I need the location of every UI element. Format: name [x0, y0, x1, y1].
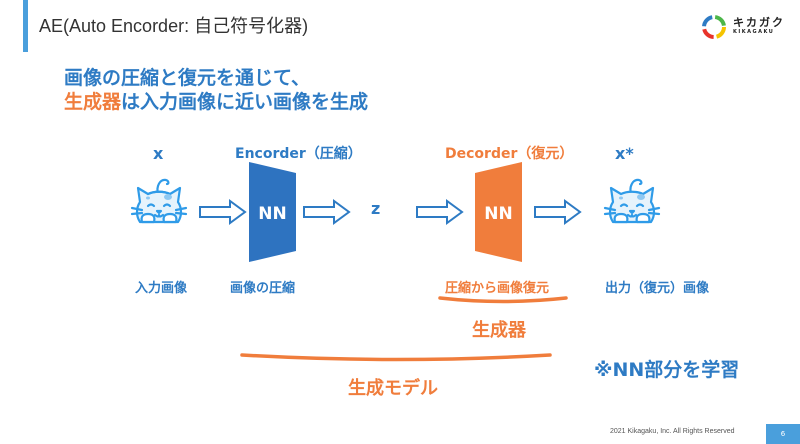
arrow-input-to-encoder-icon [199, 199, 247, 225]
arrow-encoder-to-latent-icon [303, 199, 351, 225]
encoder-label: Encorder（圧縮） [235, 146, 362, 162]
decoder-nn-text: NN [484, 204, 513, 224]
input-variable: x [153, 144, 164, 163]
headline-line-2: 生成器は入力画像に近い画像を生成 [64, 90, 368, 114]
headline-highlight: 生成器 [64, 91, 122, 113]
decoder-nn-block: NN [475, 162, 522, 262]
logo-ring-icon [702, 15, 726, 39]
copyright-footer: 2021 Kikagaku, Inc. All Rights Reserved [610, 428, 735, 435]
arrow-decoder-to-output-icon [534, 199, 582, 225]
generator-label: 生成器 [472, 320, 526, 341]
generative-model-label: 生成モデル [348, 378, 438, 399]
slide-title: AE(Auto Encorder: 自己符号化器) [39, 16, 309, 36]
headline-rest: は入力画像に近い画像を生成 [121, 91, 369, 113]
headline-line-1: 画像の圧縮と復元を通じて、 [64, 67, 311, 89]
caption-restore: 圧縮から画像復元 [445, 281, 550, 296]
caption-compress: 画像の圧縮 [230, 281, 296, 296]
generative-model-brace [240, 353, 552, 362]
page-number: 6 [766, 424, 800, 444]
kikagaku-logo: キカガク KIKAGAKU [700, 13, 790, 41]
headline: 画像の圧縮と復元を通じて、 生成器は入力画像に近い画像を生成 [64, 66, 368, 114]
logo-name: キカガク [733, 16, 785, 29]
decoder-trapezoid-shape [475, 162, 522, 262]
training-note: ※NN部分を学習 [594, 359, 740, 381]
encoder-nn-text: NN [258, 204, 287, 224]
logo-subtitle: KIKAGAKU [733, 29, 775, 35]
encoder-trapezoid-shape [249, 162, 296, 262]
input-cat-icon [130, 178, 188, 224]
caption-input-image: 入力画像 [135, 281, 188, 296]
decoder-label: Decorder（復元） [445, 146, 574, 162]
output-variable: x* [615, 144, 634, 163]
title-accent-bar [23, 0, 28, 52]
output-cat-icon [603, 178, 661, 224]
encoder-nn-block: NN [249, 162, 296, 262]
arrow-latent-to-decoder-icon [416, 199, 464, 225]
latent-variable: z [371, 199, 381, 218]
caption-output-image: 出力（復元）画像 [605, 281, 710, 296]
generator-brace [438, 296, 568, 304]
